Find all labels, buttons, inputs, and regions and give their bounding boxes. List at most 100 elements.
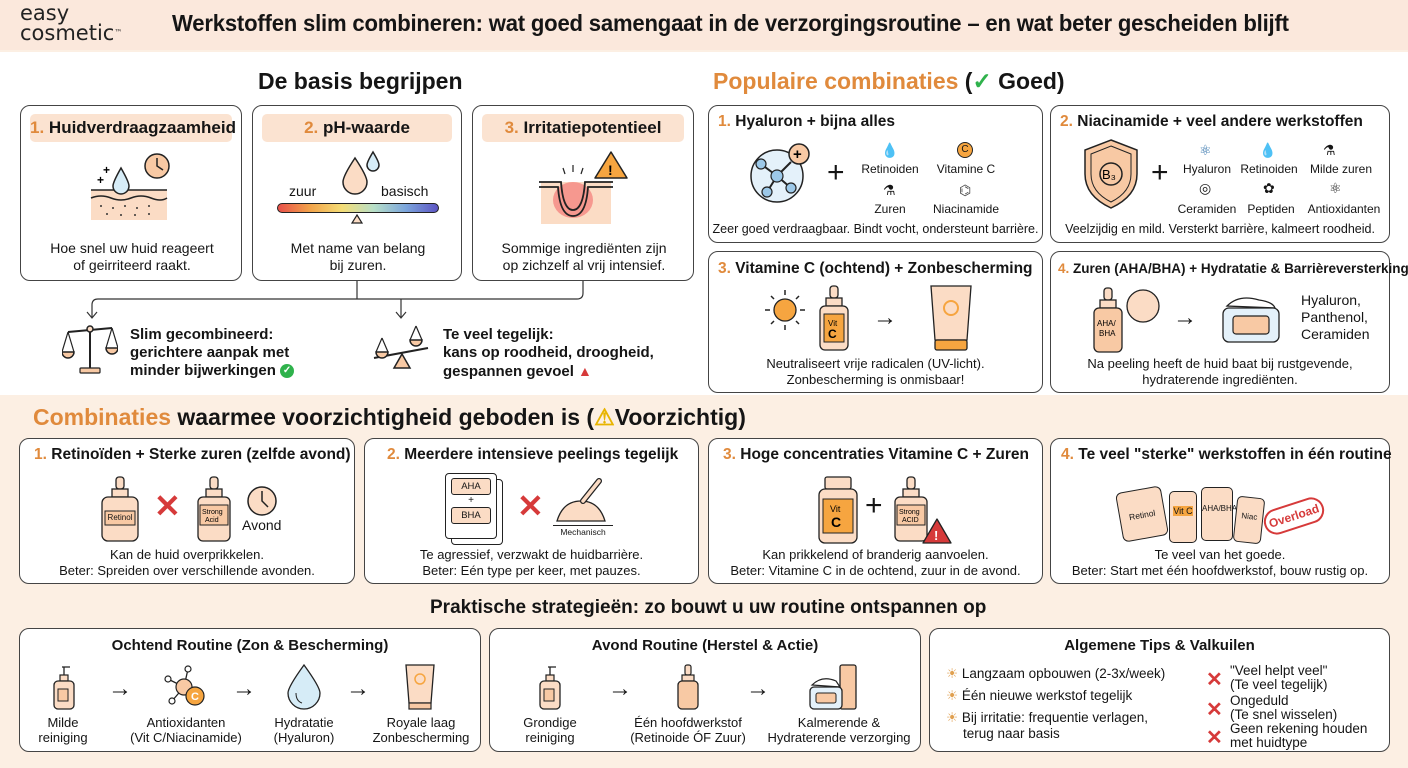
check-icon: ✓ [280,364,295,379]
item-niacinamide: Niacinamide [932,202,1000,216]
flask-icon: ⚗ [1323,142,1336,158]
arrow-icon: → [608,675,632,702]
card-title: 3. Vitamine C (ochtend) + Zonbescherming [718,260,1033,277]
x-icon: ✕ [517,488,544,524]
water-drop-icon [287,663,321,710]
caution-card-vitc-acids: 3. Hoge concentraties Vitamine C + Zuren… [708,438,1043,584]
sunscreen-tube-icon [405,664,435,710]
item-ceramiden: Ceramiden [1177,202,1237,216]
antioxidant-molecule-icon: C [164,665,205,706]
svg-text:B₃: B₃ [1102,167,1116,182]
dropper-icon: 💧 [1259,142,1277,158]
strategies-section-title: Praktische strategieën: zo bouwt u uw ro… [430,597,987,618]
svg-text:!: ! [934,528,938,543]
outcome-too-much: Te veel tegelijk:kans op roodheid, droog… [443,326,654,380]
card-caption: Veelzijdig en mild. Versterkt barrière, … [1065,222,1375,236]
bha-label: BHA [451,507,491,524]
skin-drop-clock-icon: ++ [90,153,170,220]
card-caption: Neutraliseert vrije radicalen (UV-licht)… [766,356,985,387]
clock-icon [247,486,277,516]
lightbulb-icon: ☀ [946,666,959,681]
arrow-icon: → [746,675,770,702]
ph-basic-label: basisch [381,183,429,199]
niac-bottle: Niac [1232,495,1266,545]
card-title: Algemene Tips & Valkuilen [1064,637,1255,654]
arrow-icon: → [1173,304,1197,331]
cream-jar-tube-icon [809,664,857,710]
peptide-icon: ✿ [1263,180,1275,196]
pitfall-item: "Veel helpt veel"(Te veel tegelijk) [1230,663,1328,692]
popular-card-hyaluron: 1. Hyaluron + bijna alles + + Retinoiden… [708,105,1043,243]
sun-icon [765,290,805,330]
tip-item: ☀ Één nieuwe werkstof tegelijk [946,688,1133,703]
cleanser-bottle-icon [53,666,75,710]
logo-line-1: easy [20,1,70,25]
svg-text:Vit: Vit [830,504,841,514]
card-title: 1. Hyaluron + bijna alles [718,113,896,130]
item-hyaluron: Hyaluron [1182,162,1232,176]
svg-text:AHA/: AHA/ [1097,319,1116,328]
warning-icon: ▲ [578,363,592,379]
aha-bha-bottle: AHA/BHA [1201,487,1237,541]
overload-stamp: Overload [1260,494,1328,538]
cleanser-bottle-icon [539,666,561,710]
svg-text:Strong: Strong [899,509,920,516]
card-caption: Na peeling heeft de huid baat bij rustge… [1087,356,1353,387]
card-title: 4. Te veel "sterke" werkstoffen in één r… [1061,446,1392,463]
popular-card-niacinamide: 2. Niacinamide + veel andere werkstoffen… [1050,105,1390,243]
serum-bottle-icon [677,664,699,710]
trademark: ™ [114,28,123,37]
popular-card-vitc-spf: 3. Vitamine C (ochtend) + Zonbescherming… [708,251,1043,393]
arrow-icon: → [346,675,370,702]
ph-scale-bar [277,203,439,213]
svg-text:C: C [191,691,199,703]
caution-card-retinoid-acids: 1. Retinoïden + Sterke zuren (zelfde avo… [19,438,355,584]
pitfall-item: Ongeduld(Te snel wisselen) [1230,693,1338,722]
vitc-bottle: Vit C [1169,491,1197,543]
x-icon: ✕ [1206,727,1223,749]
card-title: 1. Retinoïden + Sterke zuren (zelfde avo… [34,446,351,463]
x-icon: ✕ [1206,699,1223,721]
arrow-icon: → [108,675,132,702]
svg-text:ACID: ACID [902,517,919,524]
ph-acid-label: zuur [289,183,317,199]
check-icon: ✓ [972,68,992,94]
step-label: Kalmerende &Hydraterende verzorging [767,715,911,745]
item-milde-zuren: Milde zuren [1309,162,1373,176]
basis-card-irritation: 3. Irritatiepotentieel ! Sommige ingredi… [472,105,694,281]
retinol-bottle-icon [101,476,139,542]
item-antioxidanten: Antioxidanten [1307,202,1381,216]
header-bar [0,0,1408,50]
step-label: Antioxidanten(Vit C/Niacinamide) [130,715,242,745]
tipped-scale-icon [373,325,429,369]
card-title: Ochtend Routine (Zon & Bescherming) [111,637,389,654]
x-icon: ✕ [154,488,181,524]
evening-routine-card: Avond Routine (Herstel & Actie) → → Gron… [489,628,921,752]
svg-text:Acid: Acid [205,517,219,524]
cream-jar-icon [1222,297,1280,343]
irritated-skin-warning-icon: ! [539,151,628,224]
tip-item-continued: terug naar basis [963,726,1060,741]
aha-bha-bottle-icon: AHA/BHA [1093,287,1160,353]
card-title: 2. Niacinamide + veel andere werkstoffen [1060,113,1363,130]
arrow-icon: → [232,675,256,702]
arrow-icon: → [873,304,897,331]
svg-text:!: ! [608,162,613,178]
tip-item: ☀ Langzaam opbouwen (2-3x/week) [946,666,1166,681]
brand-logo: easy cosmetic™ [20,1,123,44]
caution-card-overload: 4. Te veel "sterke" werkstoffen in één r… [1050,438,1392,584]
hyaluron-icon: ⚛ [1199,142,1212,158]
svg-text:+: + [97,173,104,187]
item-zuren: Zuren [874,202,906,216]
svg-text:+: + [793,146,802,163]
caution-card-peelings: 2. Meerdere intensieve peelings tegelijk… [364,438,699,584]
lightbulb-icon: ☀ [946,688,959,703]
outcome-smart-combined: Slim gecombineerd:gerichtere aanpak met … [130,326,295,380]
